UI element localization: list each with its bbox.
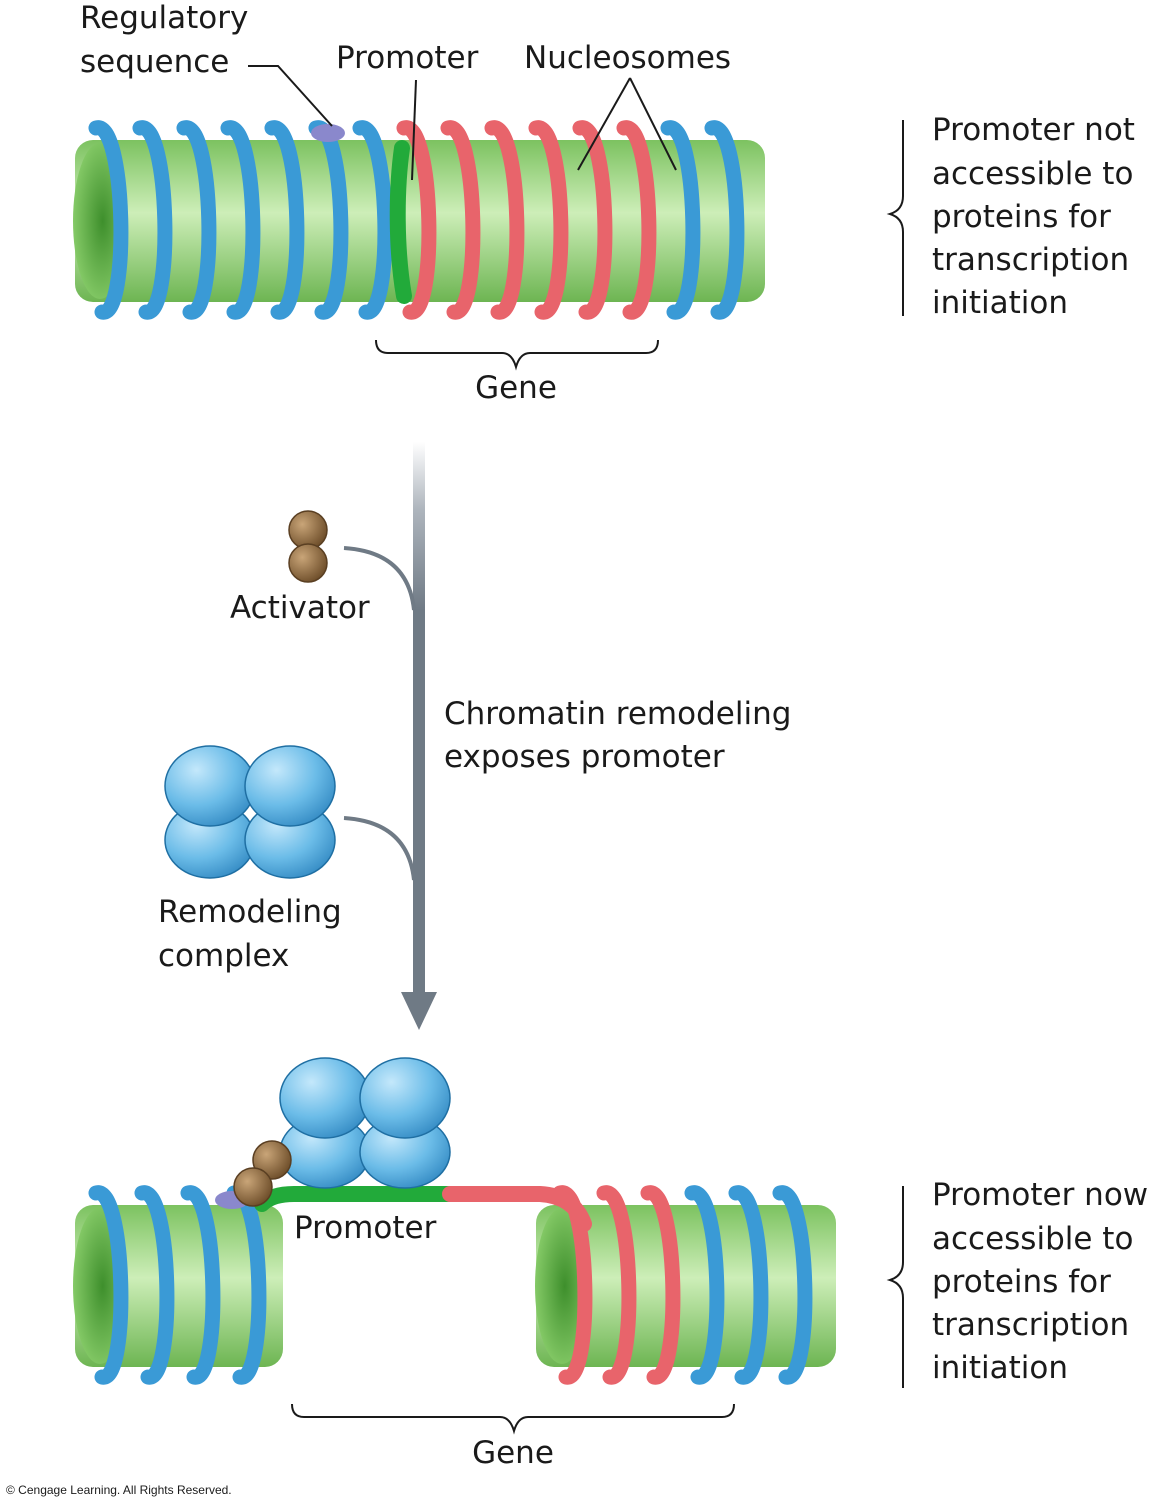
- top-chromatin-fiber: [73, 120, 765, 320]
- top-status-line: transcription: [932, 242, 1129, 278]
- activator-bead: [288, 543, 328, 583]
- complex-lobe: [164, 745, 256, 827]
- top-status-line: accessible to: [932, 156, 1133, 192]
- remodeling-complex-icon: [164, 745, 336, 879]
- bottom-status-line: transcription: [932, 1307, 1129, 1343]
- top-gene-brace: [375, 339, 659, 371]
- exposed-gene-segment: [442, 1186, 592, 1232]
- dna-coil-loop: [176, 120, 217, 320]
- dna-coil-loop: [616, 120, 657, 320]
- bottom-status-line: initiation: [932, 1350, 1068, 1386]
- top-status-line: proteins for: [932, 199, 1111, 235]
- top-status-line: initiation: [932, 285, 1068, 321]
- process-arrow: [343, 442, 437, 1030]
- top-status-text: Promoter not accessible to proteins for …: [932, 112, 1135, 321]
- dna-coil-loop: [180, 1185, 221, 1385]
- bottom-status-bracket: [886, 1186, 904, 1388]
- dna-coil-loop: [484, 120, 525, 320]
- complex-joining-line: [343, 816, 416, 881]
- bottom-left-nucleosome: [73, 1185, 283, 1385]
- top-status-line: Promoter not: [932, 112, 1135, 148]
- bottom-gene-brace: [291, 1403, 735, 1435]
- dna-coil-loop: [88, 1185, 129, 1385]
- exposed-promoter-segment: [254, 1186, 458, 1212]
- dna-coil-loop: [728, 1185, 769, 1385]
- top-regulatory-sequence: [311, 124, 345, 142]
- step-description-line1: Chromatin remodeling: [444, 696, 791, 732]
- regulatory-label-line2: sequence: [80, 44, 229, 80]
- nucleosomes-label: Nucleosomes: [524, 40, 731, 76]
- bottom-status-line: Promoter now: [932, 1177, 1148, 1213]
- bottom-status-text: Promoter now accessible to proteins for …: [932, 1177, 1148, 1386]
- dna-coil-loop: [660, 120, 701, 320]
- bottom-status-line: proteins for: [932, 1264, 1111, 1300]
- remodeling-label-line2: complex: [158, 938, 289, 974]
- bound-remodeling-complex: [279, 1057, 451, 1189]
- arrow-shaft: [413, 442, 425, 1002]
- top-status-bracket: [886, 120, 904, 316]
- dna-coil-loop: [134, 1185, 175, 1385]
- dna-coil-loop: [704, 120, 745, 320]
- remodeling-label-line1: Remodeling: [158, 894, 342, 930]
- dna-coil-loop: [352, 120, 393, 320]
- dna-coil-loop: [220, 120, 261, 320]
- dna-coil-loop: [772, 1185, 813, 1385]
- top-promoter-segment: [389, 140, 412, 304]
- activator-bead: [252, 1140, 292, 1180]
- dna-coil-loop: [132, 120, 173, 320]
- dna-coil-loop: [88, 120, 129, 320]
- promoter-leader-line: [411, 79, 417, 181]
- step-description-line2: exposes promoter: [444, 739, 725, 775]
- activator-icon: [288, 510, 328, 583]
- regulatory-label-line1: Regulatory: [80, 0, 248, 36]
- dna-coil-loop: [440, 120, 481, 320]
- dna-coil-loop: [640, 1185, 681, 1385]
- bound-activator: [233, 1140, 292, 1207]
- complex-lobe: [359, 1057, 451, 1139]
- activator-bead: [233, 1167, 273, 1207]
- dna-coil-loop: [264, 120, 305, 320]
- complex-lobe: [279, 1057, 371, 1139]
- copyright-notice: © Cengage Learning. All Rights Reserved.: [6, 1483, 232, 1497]
- dna-coil-loop: [572, 120, 613, 320]
- top-dna-coils: [88, 120, 745, 320]
- activator-joining-line: [343, 546, 416, 611]
- bottom-gene-label: Gene: [472, 1435, 554, 1471]
- nucleosome-leader-line-right: [629, 77, 677, 171]
- activator-label: Activator: [230, 590, 370, 626]
- top-gene-label: Gene: [475, 370, 557, 406]
- dna-coil-loop: [596, 1185, 637, 1385]
- arrow-head: [401, 992, 437, 1030]
- bottom-promoter-label: Promoter: [294, 1210, 437, 1246]
- dna-coil-loop: [684, 1185, 725, 1385]
- top-promoter-label: Promoter: [336, 40, 479, 76]
- nucleosome-leader-line-left: [577, 77, 631, 171]
- top-leader-lines: [248, 65, 677, 181]
- dna-coil-loop: [528, 120, 569, 320]
- complex-lobe: [244, 745, 336, 827]
- regulatory-leader-line: [248, 65, 333, 127]
- bottom-status-line: accessible to: [932, 1221, 1133, 1257]
